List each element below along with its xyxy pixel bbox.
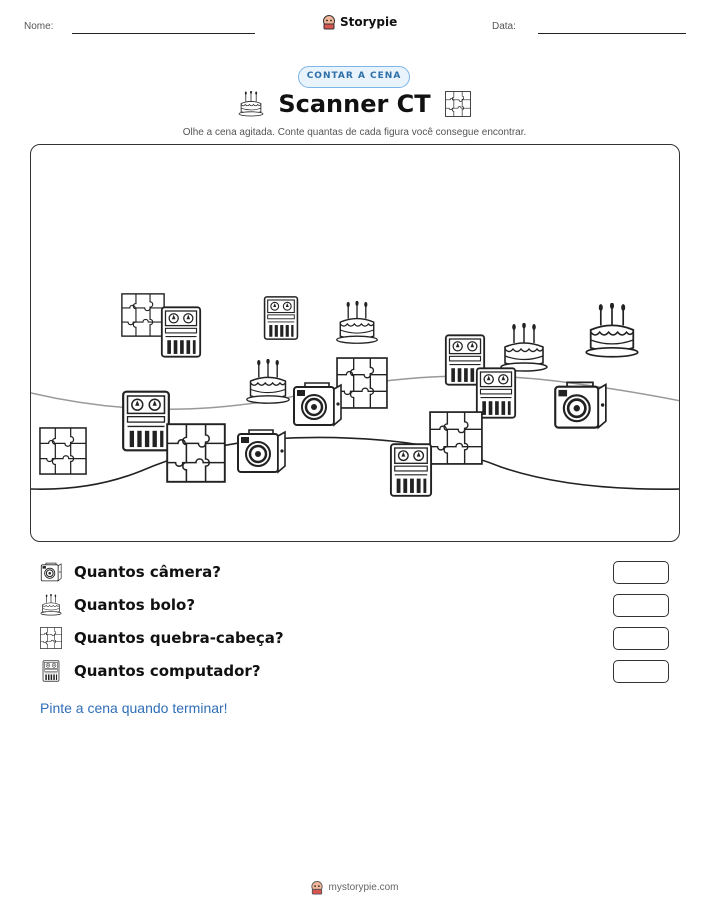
scene-puzzle-3 <box>39 427 87 475</box>
question-text: Quantos quebra-cabeça? <box>74 629 284 647</box>
puzzle-icon <box>40 627 62 649</box>
scene-computer-2 <box>263 295 299 341</box>
scene-cake-4 <box>246 359 290 404</box>
question-puzzle: Quantos quebra-cabeça? <box>40 627 670 651</box>
cake-icon <box>40 594 62 616</box>
scene-puzzle-2 <box>336 357 388 409</box>
brand-name: Storypie <box>340 15 398 29</box>
scene-puzzle-1 <box>121 293 165 337</box>
brand-logo: Storypie <box>322 14 397 30</box>
instructions: Olhe a cena agitada. Conte quantas de ca… <box>182 127 527 138</box>
answer-box-computer[interactable] <box>613 660 669 683</box>
scene-panel[interactable] <box>30 144 680 542</box>
activity-badge: CONTAR A CENA <box>298 66 410 88</box>
storypie-mascot-icon <box>323 15 335 30</box>
date-label: Data: <box>492 21 516 32</box>
answer-box-puzzle[interactable] <box>613 627 669 650</box>
name-line[interactable] <box>72 33 255 34</box>
scene-cake-3 <box>585 303 639 358</box>
computer-icon <box>42 660 60 682</box>
cake-icon <box>238 91 264 117</box>
scene-computer-6 <box>389 443 433 497</box>
footer: mystorypie.com <box>0 880 709 895</box>
question-text: Quantos computador? <box>74 662 261 680</box>
scene-camera-1 <box>292 381 343 427</box>
page-title: Scanner CT <box>278 90 431 118</box>
name-label: Nome: <box>24 21 54 32</box>
question-computer: Quantos computador? <box>40 660 670 684</box>
footer-url[interactable]: mystorypie.com <box>328 882 399 893</box>
color-instruction: Pinte a cena quando terminar! <box>40 700 228 716</box>
puzzle-icon <box>444 91 471 117</box>
question-text: Quantos câmera? <box>74 563 221 581</box>
scene-puzzle-4 <box>166 423 226 483</box>
camera-icon <box>40 562 62 582</box>
scene-cake-1 <box>336 301 378 344</box>
scene-computer-4 <box>121 390 171 452</box>
date-line[interactable] <box>538 33 686 34</box>
scene-puzzle-5 <box>429 411 483 465</box>
question-cake: Quantos bolo? <box>40 594 670 618</box>
scene-camera-3 <box>236 428 287 474</box>
scene-camera-2 <box>553 380 608 430</box>
storypie-mascot-icon <box>311 880 324 895</box>
title-row: Scanner CT <box>0 90 709 118</box>
scene-computer-1 <box>160 306 202 358</box>
question-text: Quantos bolo? <box>74 596 196 614</box>
question-camera: Quantos câmera? <box>40 561 670 585</box>
answer-box-camera[interactable] <box>613 561 669 584</box>
answer-box-cake[interactable] <box>613 594 669 617</box>
